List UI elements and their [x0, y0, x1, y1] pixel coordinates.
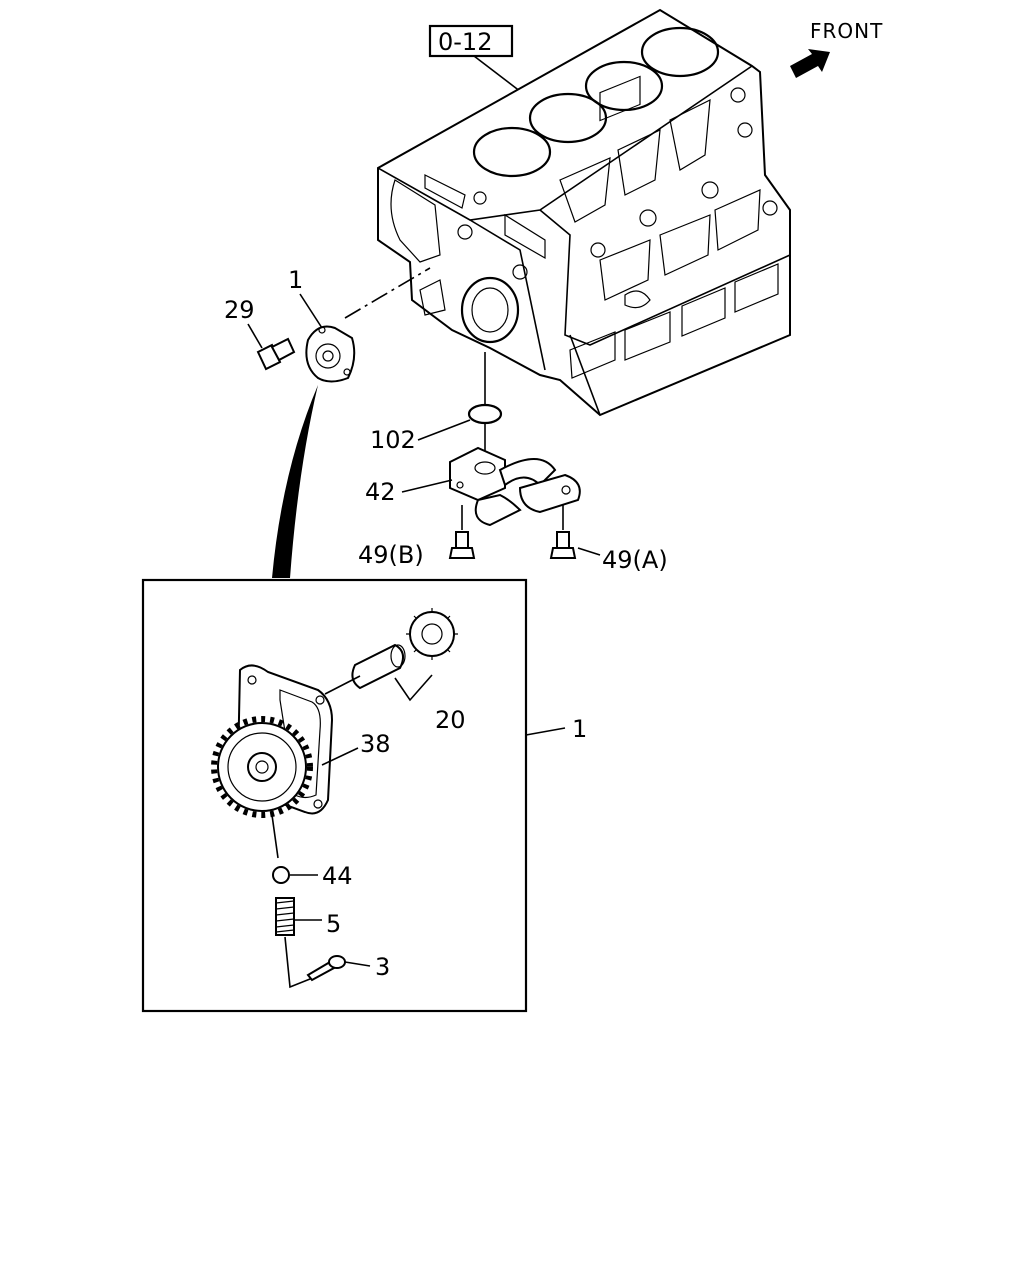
spring-5: 5: [275, 897, 341, 938]
reference-box-label: 0-12: [438, 28, 492, 56]
callout-29: 29: [224, 296, 255, 324]
callout-3: 3: [375, 953, 390, 981]
callout-1-top: 1: [288, 266, 303, 294]
bolt-29: 29: [224, 296, 296, 371]
bolt-49b: 49(B): [358, 505, 476, 569]
o-ring-102: 102: [370, 352, 503, 460]
callout-42: 42: [365, 478, 396, 506]
callout-49b: 49(B): [358, 541, 424, 569]
ball-44: 44: [271, 814, 353, 890]
oil-pump-small: 1: [288, 266, 356, 383]
callout-20: 20: [435, 706, 466, 734]
cylinder-block: [377, 8, 791, 417]
callout-38: 38: [360, 730, 391, 758]
callout-49a: 49(A): [602, 546, 668, 574]
alignment-line: [344, 267, 431, 319]
front-label: FRONT: [810, 19, 883, 43]
front-arrow-icon: [790, 49, 830, 78]
gear-shaft-20: 20: [324, 608, 466, 734]
detail-box: [141, 578, 528, 1013]
callout-44: 44: [322, 862, 353, 890]
callout-102: 102: [370, 426, 416, 454]
pump-body-38: 38: [211, 664, 391, 818]
callout-1-detail: 1: [572, 715, 587, 743]
small-gear-icon: [406, 608, 458, 660]
reference-box: 0-12: [428, 24, 526, 96]
callout-5: 5: [326, 910, 341, 938]
drive-gear-icon: [211, 716, 313, 818]
bolt-49a: 49(A): [549, 505, 668, 574]
detail-pointer-arrow: [272, 385, 318, 578]
pin-3: 3: [284, 936, 390, 989]
oil-strainer-42: 42: [365, 446, 581, 527]
front-indicator: FRONT: [790, 19, 883, 78]
detail-box-leader: [525, 727, 566, 736]
